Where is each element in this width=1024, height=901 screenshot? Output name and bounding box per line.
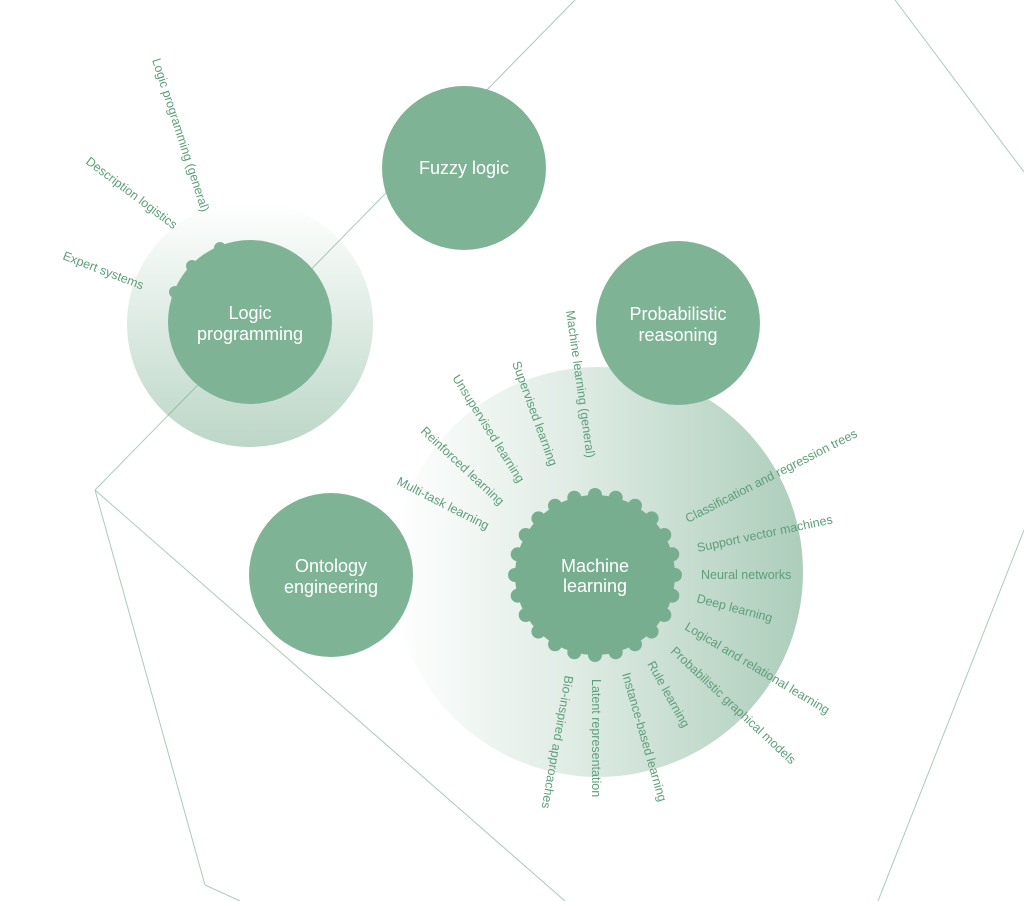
logic-programming-node[interactable]: Logic programming bbox=[168, 240, 332, 404]
subtopic-label: Latent representation bbox=[589, 679, 603, 797]
ontology-engineering-circle bbox=[249, 493, 413, 657]
background-line bbox=[204, 884, 241, 901]
logic-programming-label-line2: programming bbox=[197, 324, 303, 344]
background-line bbox=[894, 0, 1024, 173]
subtopic-label: Neural networks bbox=[701, 568, 791, 582]
machine-learning-label-line1: Machine bbox=[561, 556, 629, 576]
subtopic-label: Description logistics bbox=[83, 154, 180, 232]
ontology-engineering-label-line2: engineering bbox=[284, 577, 378, 597]
machine-learning-label-line2: learning bbox=[563, 576, 627, 596]
probabilistic-reasoning-label-line1: Probabilistic bbox=[629, 304, 726, 324]
subtopic-label: Expert systems bbox=[61, 249, 146, 293]
probabilistic-reasoning-node[interactable]: Probabilistic reasoning bbox=[596, 241, 760, 405]
machine-learning-circle bbox=[515, 495, 675, 655]
probabilistic-reasoning-label-line2: reasoning bbox=[638, 325, 717, 345]
fuzzy-logic-node[interactable]: Fuzzy logic bbox=[382, 86, 546, 250]
logic-programming-bump bbox=[214, 242, 226, 254]
background-line bbox=[94, 489, 206, 886]
fuzzy-logic-circle bbox=[382, 86, 546, 250]
ontology-engineering-node[interactable]: Ontology engineering bbox=[249, 493, 413, 657]
fuzzy-logic-label: Fuzzy logic bbox=[419, 158, 509, 178]
ontology-engineering-label-line1: Ontology bbox=[295, 556, 367, 576]
logic-programming-bump bbox=[169, 286, 181, 298]
logic-programming-bump bbox=[186, 260, 198, 272]
logic-programming-label-line1: Logic bbox=[228, 303, 271, 323]
machine-learning-node[interactable]: Machine learning bbox=[508, 488, 682, 662]
probabilistic-reasoning-circle bbox=[596, 241, 760, 405]
background-line bbox=[877, 529, 1024, 901]
background-line bbox=[94, 489, 566, 901]
logic-programming-circle bbox=[168, 240, 332, 404]
subtopic-label: Logic programming (general) bbox=[149, 57, 212, 214]
